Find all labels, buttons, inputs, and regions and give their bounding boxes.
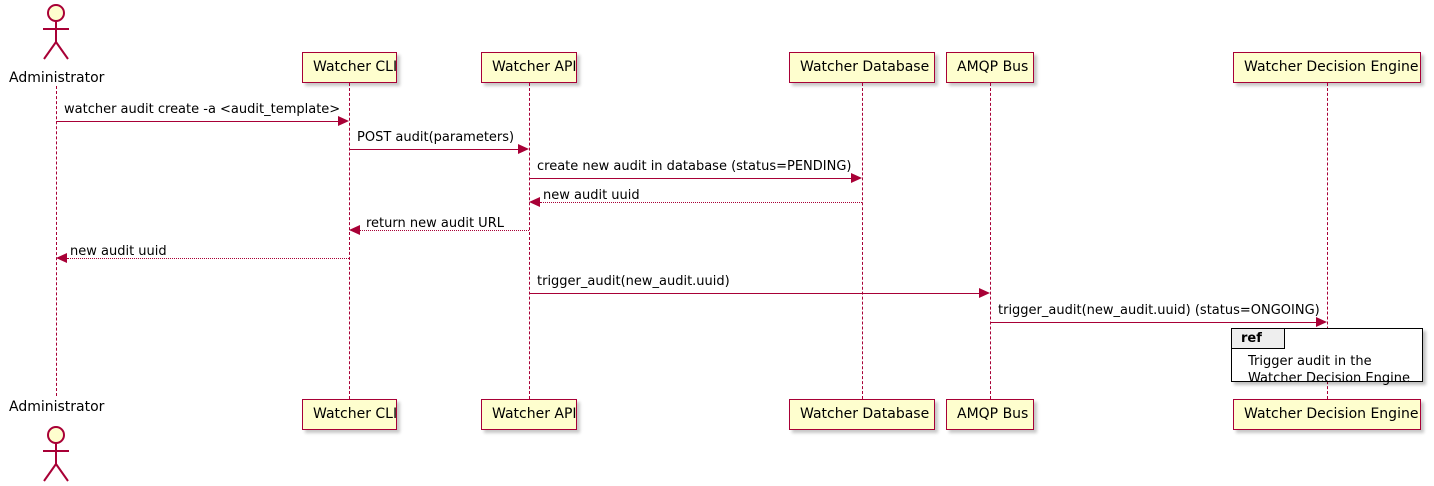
message-arrowhead-trigger-audit-ongoing bbox=[1316, 317, 1327, 327]
participant-watcher-api-bottom[interactable]: Watcher API bbox=[481, 399, 577, 430]
message-label-watcher-audit-create: watcher audit create -a <audit_template> bbox=[64, 102, 341, 117]
message-label-new-audit-uuid-admin: new audit uuid bbox=[70, 244, 167, 259]
participant-amqp-bus-top[interactable]: AMQP Bus bbox=[946, 52, 1034, 83]
actor-administrator-bottom bbox=[43, 426, 69, 482]
message-line-post-audit bbox=[349, 149, 518, 150]
message-label-create-new-audit: create new audit in database (status=PEN… bbox=[537, 159, 852, 174]
message-line-new-audit-uuid-admin bbox=[67, 258, 349, 259]
ref-fragment-tab: ref bbox=[1232, 329, 1285, 349]
participant-amqp-bus-bottom[interactable]: AMQP Bus bbox=[946, 399, 1034, 430]
message-label-trigger-audit-ongoing: trigger_audit(new_audit.uuid) (status=ON… bbox=[998, 303, 1320, 318]
message-arrowhead-watcher-audit-create bbox=[338, 116, 349, 126]
message-line-watcher-audit-create bbox=[56, 121, 338, 122]
message-line-create-new-audit bbox=[529, 178, 851, 179]
lifeline-amqp-bus bbox=[990, 83, 991, 399]
ref-fragment: ref Trigger audit in the Watcher Decisio… bbox=[1231, 328, 1423, 386]
ref-fragment-line-2: Watcher Decision Engine bbox=[1248, 371, 1410, 386]
actor-administrator-top bbox=[43, 4, 69, 60]
message-label-return-new-audit-url: return new audit URL bbox=[366, 216, 504, 231]
message-line-new-audit-uuid-api bbox=[540, 202, 862, 203]
participant-watcher-cli-top[interactable]: Watcher CLI bbox=[302, 52, 397, 83]
participant-watcher-cli-bottom[interactable]: Watcher CLI bbox=[302, 399, 397, 430]
participant-watcher-api-top[interactable]: Watcher API bbox=[481, 52, 577, 83]
message-arrowhead-post-audit bbox=[518, 144, 529, 154]
message-label-trigger-audit: trigger_audit(new_audit.uuid) bbox=[537, 274, 730, 289]
message-arrowhead-trigger-audit bbox=[979, 288, 990, 298]
lifeline-watcher-decision-engine bbox=[1327, 83, 1328, 399]
message-line-trigger-audit-ongoing bbox=[990, 322, 1316, 323]
lifeline-watcher-cli bbox=[349, 83, 350, 399]
lifeline-watcher-api bbox=[529, 83, 530, 399]
message-arrowhead-new-audit-uuid-admin bbox=[56, 253, 67, 263]
participant-watcher-database-bottom[interactable]: Watcher Database bbox=[789, 399, 935, 430]
message-label-post-audit: POST audit(parameters) bbox=[357, 130, 515, 145]
ref-fragment-line-1: Trigger audit in the bbox=[1248, 354, 1372, 369]
participant-watcher-decision-engine-top[interactable]: Watcher Decision Engine bbox=[1233, 52, 1421, 83]
message-line-trigger-audit bbox=[529, 293, 979, 294]
actor-administrator-top-label: Administrator bbox=[9, 70, 105, 86]
participant-watcher-decision-engine-bottom[interactable]: Watcher Decision Engine bbox=[1233, 399, 1421, 430]
message-label-new-audit-uuid-api: new audit uuid bbox=[543, 188, 640, 203]
actor-administrator-bottom-label: Administrator bbox=[9, 399, 105, 415]
message-arrowhead-return-new-audit-url bbox=[349, 225, 360, 235]
message-arrowhead-create-new-audit bbox=[851, 173, 862, 183]
participant-watcher-database-top[interactable]: Watcher Database bbox=[789, 52, 935, 83]
lifeline-watcher-database bbox=[862, 83, 863, 399]
lifeline-administrator bbox=[56, 86, 57, 396]
message-arrowhead-new-audit-uuid-api bbox=[529, 197, 540, 207]
message-line-return-new-audit-url bbox=[360, 230, 529, 231]
